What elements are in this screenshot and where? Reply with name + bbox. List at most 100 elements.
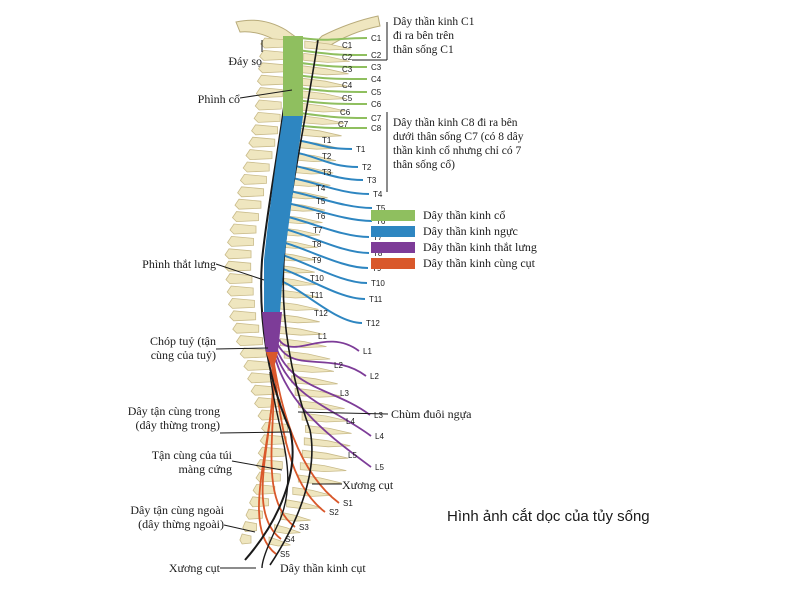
nerve-label: T7: [373, 233, 383, 242]
vertebra-label: T2: [322, 152, 332, 161]
nerve-label: L4: [375, 432, 384, 441]
label-cervical-enlargement: Phình cổ: [197, 92, 240, 106]
legend-item-cervical: Dây thần kinh cổ: [371, 207, 537, 223]
nerve-label: S1: [343, 499, 353, 508]
vertebral-body: [255, 87, 283, 99]
vertebral-body: [237, 186, 265, 198]
legend-swatch: [371, 257, 415, 269]
segment-labels-group: C1C2C3C4C5C6C7C8T1T2T3T4T5T6T7T8T9T10T11…: [280, 34, 386, 559]
vertebral-body: [252, 483, 276, 495]
spinal-cord-group: [244, 35, 319, 566]
nerve-label: C4: [371, 75, 382, 84]
nerve-root: [300, 49, 368, 56]
nerve-label: C2: [371, 51, 382, 60]
nerve-label: S2: [329, 508, 339, 517]
nerve-label: C1: [371, 34, 382, 43]
legend-swatch: [371, 209, 415, 221]
vertebra-label: C4: [342, 81, 353, 90]
figure-caption: Hình ảnh cắt dọc của tủy sống: [447, 508, 650, 525]
legend: Dây thần kinh cổ Dây thần kinh ngực Dây …: [371, 207, 537, 271]
vertebra-label: C5: [342, 94, 353, 103]
vertebra-label: L2: [334, 361, 343, 370]
vertebral-body: [256, 74, 284, 86]
vertebral-body: [255, 471, 281, 483]
nerve-root: [295, 99, 368, 105]
label-filum-internum: Dây tận cùng trong (dây thừng trong): [127, 404, 220, 432]
vertebral-body: [248, 136, 276, 148]
spinous-process: [303, 437, 351, 448]
leader-line: [239, 89, 293, 99]
nerve-label: T11: [369, 295, 383, 304]
vertebral-body: [245, 149, 273, 161]
nerve-root: [297, 74, 368, 81]
vertebral-body: [243, 359, 271, 371]
vertebra-label: C6: [340, 108, 351, 117]
vertebra-label: T4: [316, 184, 326, 193]
vertebral-body: [227, 297, 255, 309]
spinous-process: [276, 325, 323, 336]
vertebral-body: [229, 310, 257, 322]
vertebra-label: C2: [342, 53, 353, 62]
label-skull-base: Đáy sọ: [228, 54, 262, 68]
spinous-process: [305, 424, 352, 435]
cord-cervical: [283, 36, 303, 116]
cord-sacral: [266, 352, 278, 372]
cauda-nerve: [271, 349, 340, 504]
vertebra-label: T7: [313, 226, 323, 235]
nerve-label: S5: [280, 550, 290, 559]
nerve-label: L1: [363, 347, 372, 356]
vertebra-label: L1: [318, 332, 327, 341]
vertebra-label: T3: [322, 168, 332, 177]
vertebra-label: C3: [342, 65, 353, 74]
nerve-label: S3: [299, 523, 309, 532]
nerve-label: T1: [356, 145, 366, 154]
vertebra-label: L5: [348, 451, 357, 460]
nerve-label: C8: [371, 124, 382, 133]
vertebra-label: T5: [316, 197, 326, 206]
vertebra-label: T6: [316, 212, 326, 221]
vertebral-body: [254, 99, 282, 111]
leader-line: [215, 347, 269, 350]
cord-lumbar: [262, 312, 282, 352]
leader-line: [219, 431, 291, 434]
leader-line: [215, 263, 265, 281]
nerve-label: T2: [362, 163, 372, 172]
vertebra-label: C7: [338, 120, 349, 129]
vertebra-label: L3: [340, 389, 349, 398]
vertebral-body: [225, 273, 253, 285]
vertebra-label: L4: [346, 417, 355, 426]
spinous-process: [297, 474, 342, 485]
nerve-label: T12: [366, 319, 380, 328]
vertebra-label: T12: [314, 309, 328, 318]
filum-terminale: [261, 371, 289, 569]
vertebral-body: [229, 223, 257, 235]
vertebra-label: T1: [322, 136, 332, 145]
vertebral-body: [232, 322, 260, 334]
leader-line: [297, 411, 389, 415]
label-coccyx-right: Xương cụt: [342, 478, 394, 492]
vertebral-body: [253, 111, 281, 123]
vertebra-label: T11: [310, 291, 324, 300]
legend-swatch: [371, 241, 415, 253]
vertebral-body: [254, 397, 282, 409]
nerve-label: S4: [285, 535, 295, 544]
nerve-label: T9: [372, 264, 382, 273]
cauda-nerve: [271, 353, 326, 513]
vertebral-body: [239, 347, 267, 359]
spinous-process: [280, 338, 327, 349]
vertebral-body: [260, 37, 288, 49]
nerve-label: C3: [371, 63, 382, 72]
nerve-label: L5: [375, 463, 384, 472]
nerve-label: C6: [371, 100, 382, 109]
vertebral-body: [242, 161, 270, 173]
spinous-process: [283, 350, 331, 361]
vertebra-label: T8: [312, 240, 322, 249]
nerve-label: T5: [376, 204, 386, 213]
nerves-group: [258, 37, 373, 569]
note-c8: Dây thần kinh C8 đi ra bên dưới thân sốn…: [393, 117, 524, 171]
nerve-label: T6: [376, 217, 386, 226]
vertebral-body: [239, 173, 267, 185]
nerve-root: [301, 37, 368, 41]
label-conus: Chóp tuỷ (tận cùng của tuỷ): [150, 334, 216, 362]
